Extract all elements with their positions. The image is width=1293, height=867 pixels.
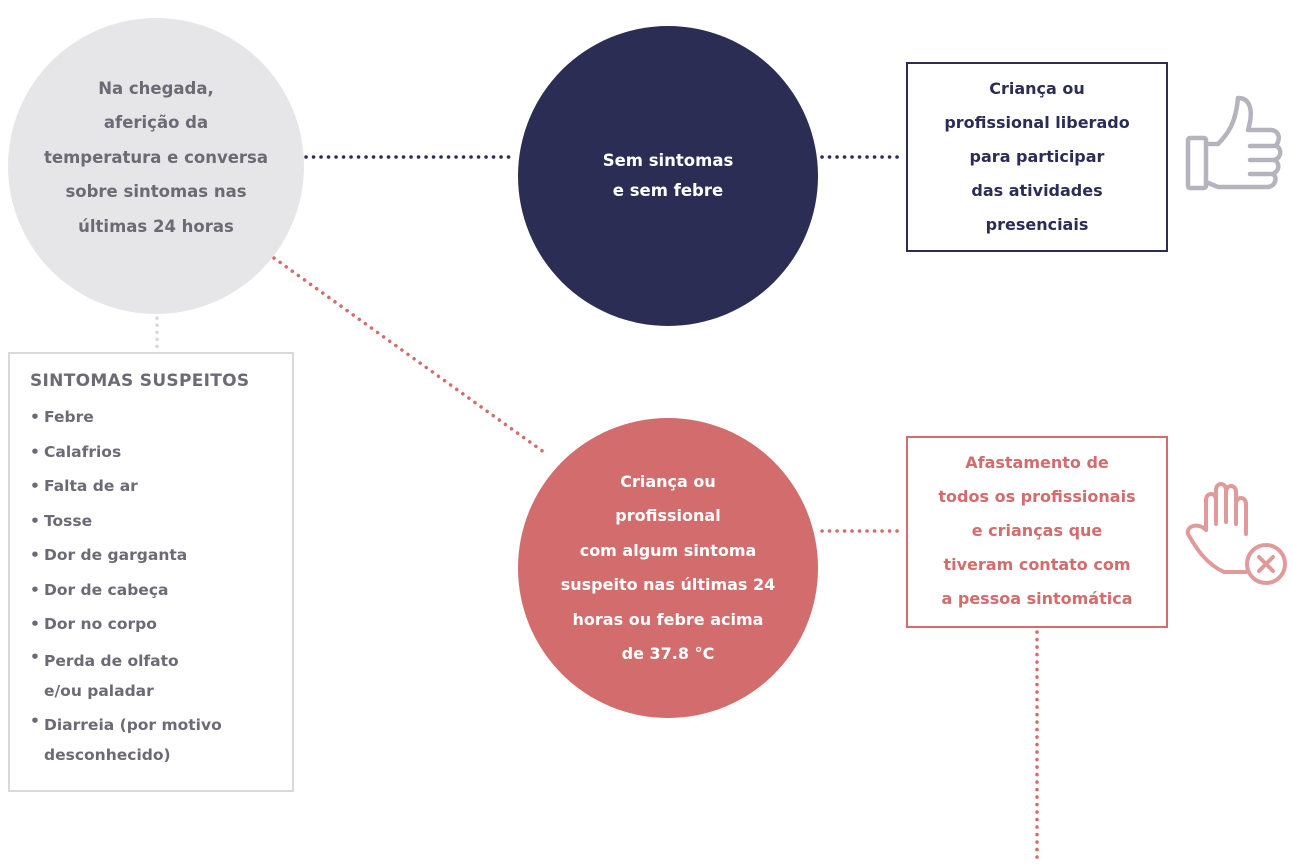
symptom-item: Dor no corpo bbox=[30, 607, 292, 642]
symptoms-list-title: SINTOMAS SUSPEITOS bbox=[30, 371, 250, 391]
no-symptoms-text: Sem sintomas e sem febre bbox=[602, 151, 734, 200]
symptom-item: Perda de olfato e/ou paladar bbox=[30, 642, 292, 706]
symptom-item: Febre bbox=[30, 400, 292, 435]
isolation-box: Afastamento de todos os profissionais e … bbox=[906, 436, 1168, 628]
connector-arrival-to-suspect bbox=[272, 256, 550, 457]
symptom-item: Dor de cabeça bbox=[30, 573, 292, 608]
symptom-item: Falta de ar bbox=[30, 469, 292, 504]
suspect-symptoms-text: Criança ou profissional com algum sintom… bbox=[560, 471, 776, 664]
no-symptoms-node: Sem sintomas e sem febre bbox=[518, 26, 818, 326]
suspect-symptoms-node: Criança ou profissional com algum sintom… bbox=[518, 418, 818, 718]
released-text: Criança ou profissional liberado para pa… bbox=[944, 79, 1130, 234]
released-box: Criança ou profissional liberado para pa… bbox=[906, 62, 1168, 252]
symptom-item: Diarreia (por motivo desconhecido) bbox=[30, 706, 292, 770]
arrival-check-node: Na chegada, aferição da temperatura e co… bbox=[8, 18, 304, 314]
symptom-item: Tosse bbox=[30, 504, 292, 539]
suspect-symptoms-list-box: SINTOMAS SUSPEITOS Febre Calafrios Falta… bbox=[8, 352, 294, 792]
arrival-check-text: Na chegada, aferição da temperatura e co… bbox=[43, 78, 269, 236]
thumbs-up-icon bbox=[1185, 95, 1283, 191]
stop-hand-x-icon bbox=[1185, 482, 1287, 585]
symptom-item: Calafrios bbox=[30, 435, 292, 470]
symptoms-list: Febre Calafrios Falta de ar Tosse Dor de… bbox=[30, 400, 292, 770]
isolation-text: Afastamento de todos os profissionais e … bbox=[938, 453, 1136, 608]
symptom-item: Dor de garganta bbox=[30, 538, 292, 573]
